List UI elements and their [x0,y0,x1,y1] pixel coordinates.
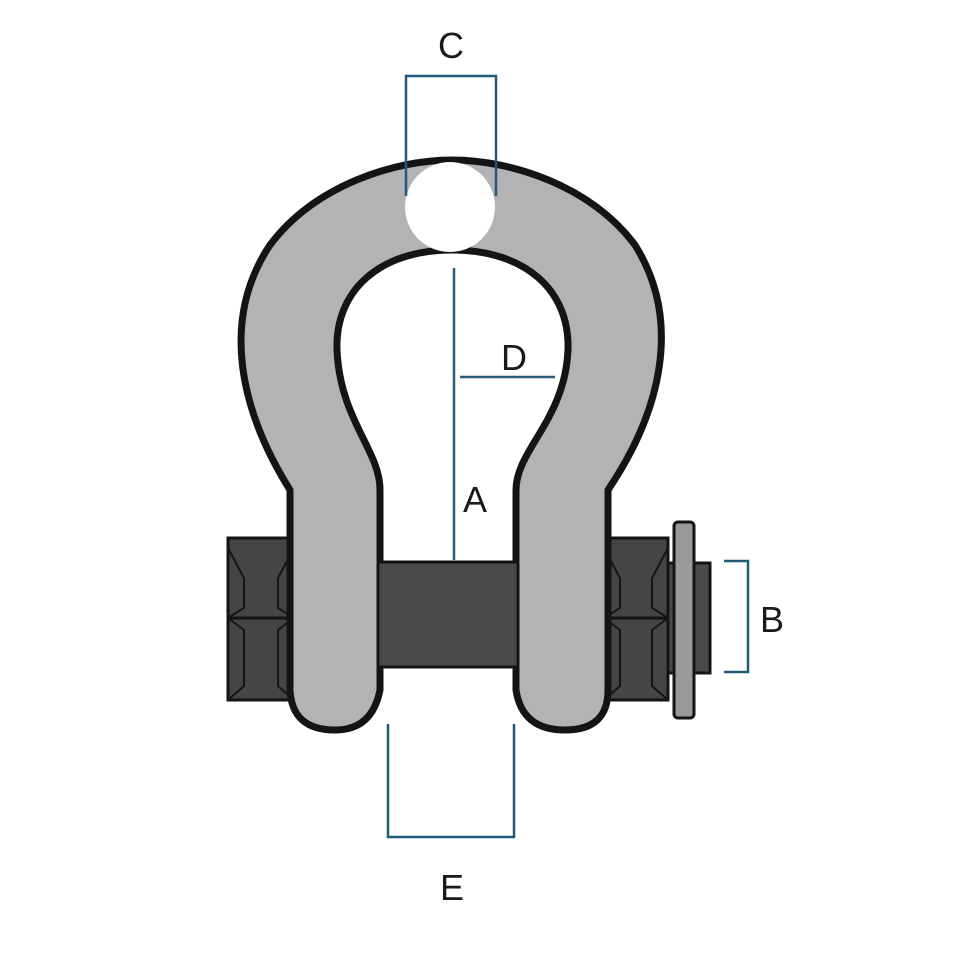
label-e: E [440,867,464,908]
shackle-bow [237,156,665,734]
label-c: C [438,25,464,66]
left-nut [226,536,296,702]
crown-hole [405,162,495,252]
right-nut [602,536,670,702]
dimension-b-bracket [724,559,750,674]
label-d: D [501,337,527,378]
dimension-c-bracket [404,74,498,196]
pin-end [666,520,712,720]
label-b: B [760,599,784,640]
pin [376,560,520,669]
label-a: A [463,479,487,520]
dimension-e-bracket [386,724,516,839]
